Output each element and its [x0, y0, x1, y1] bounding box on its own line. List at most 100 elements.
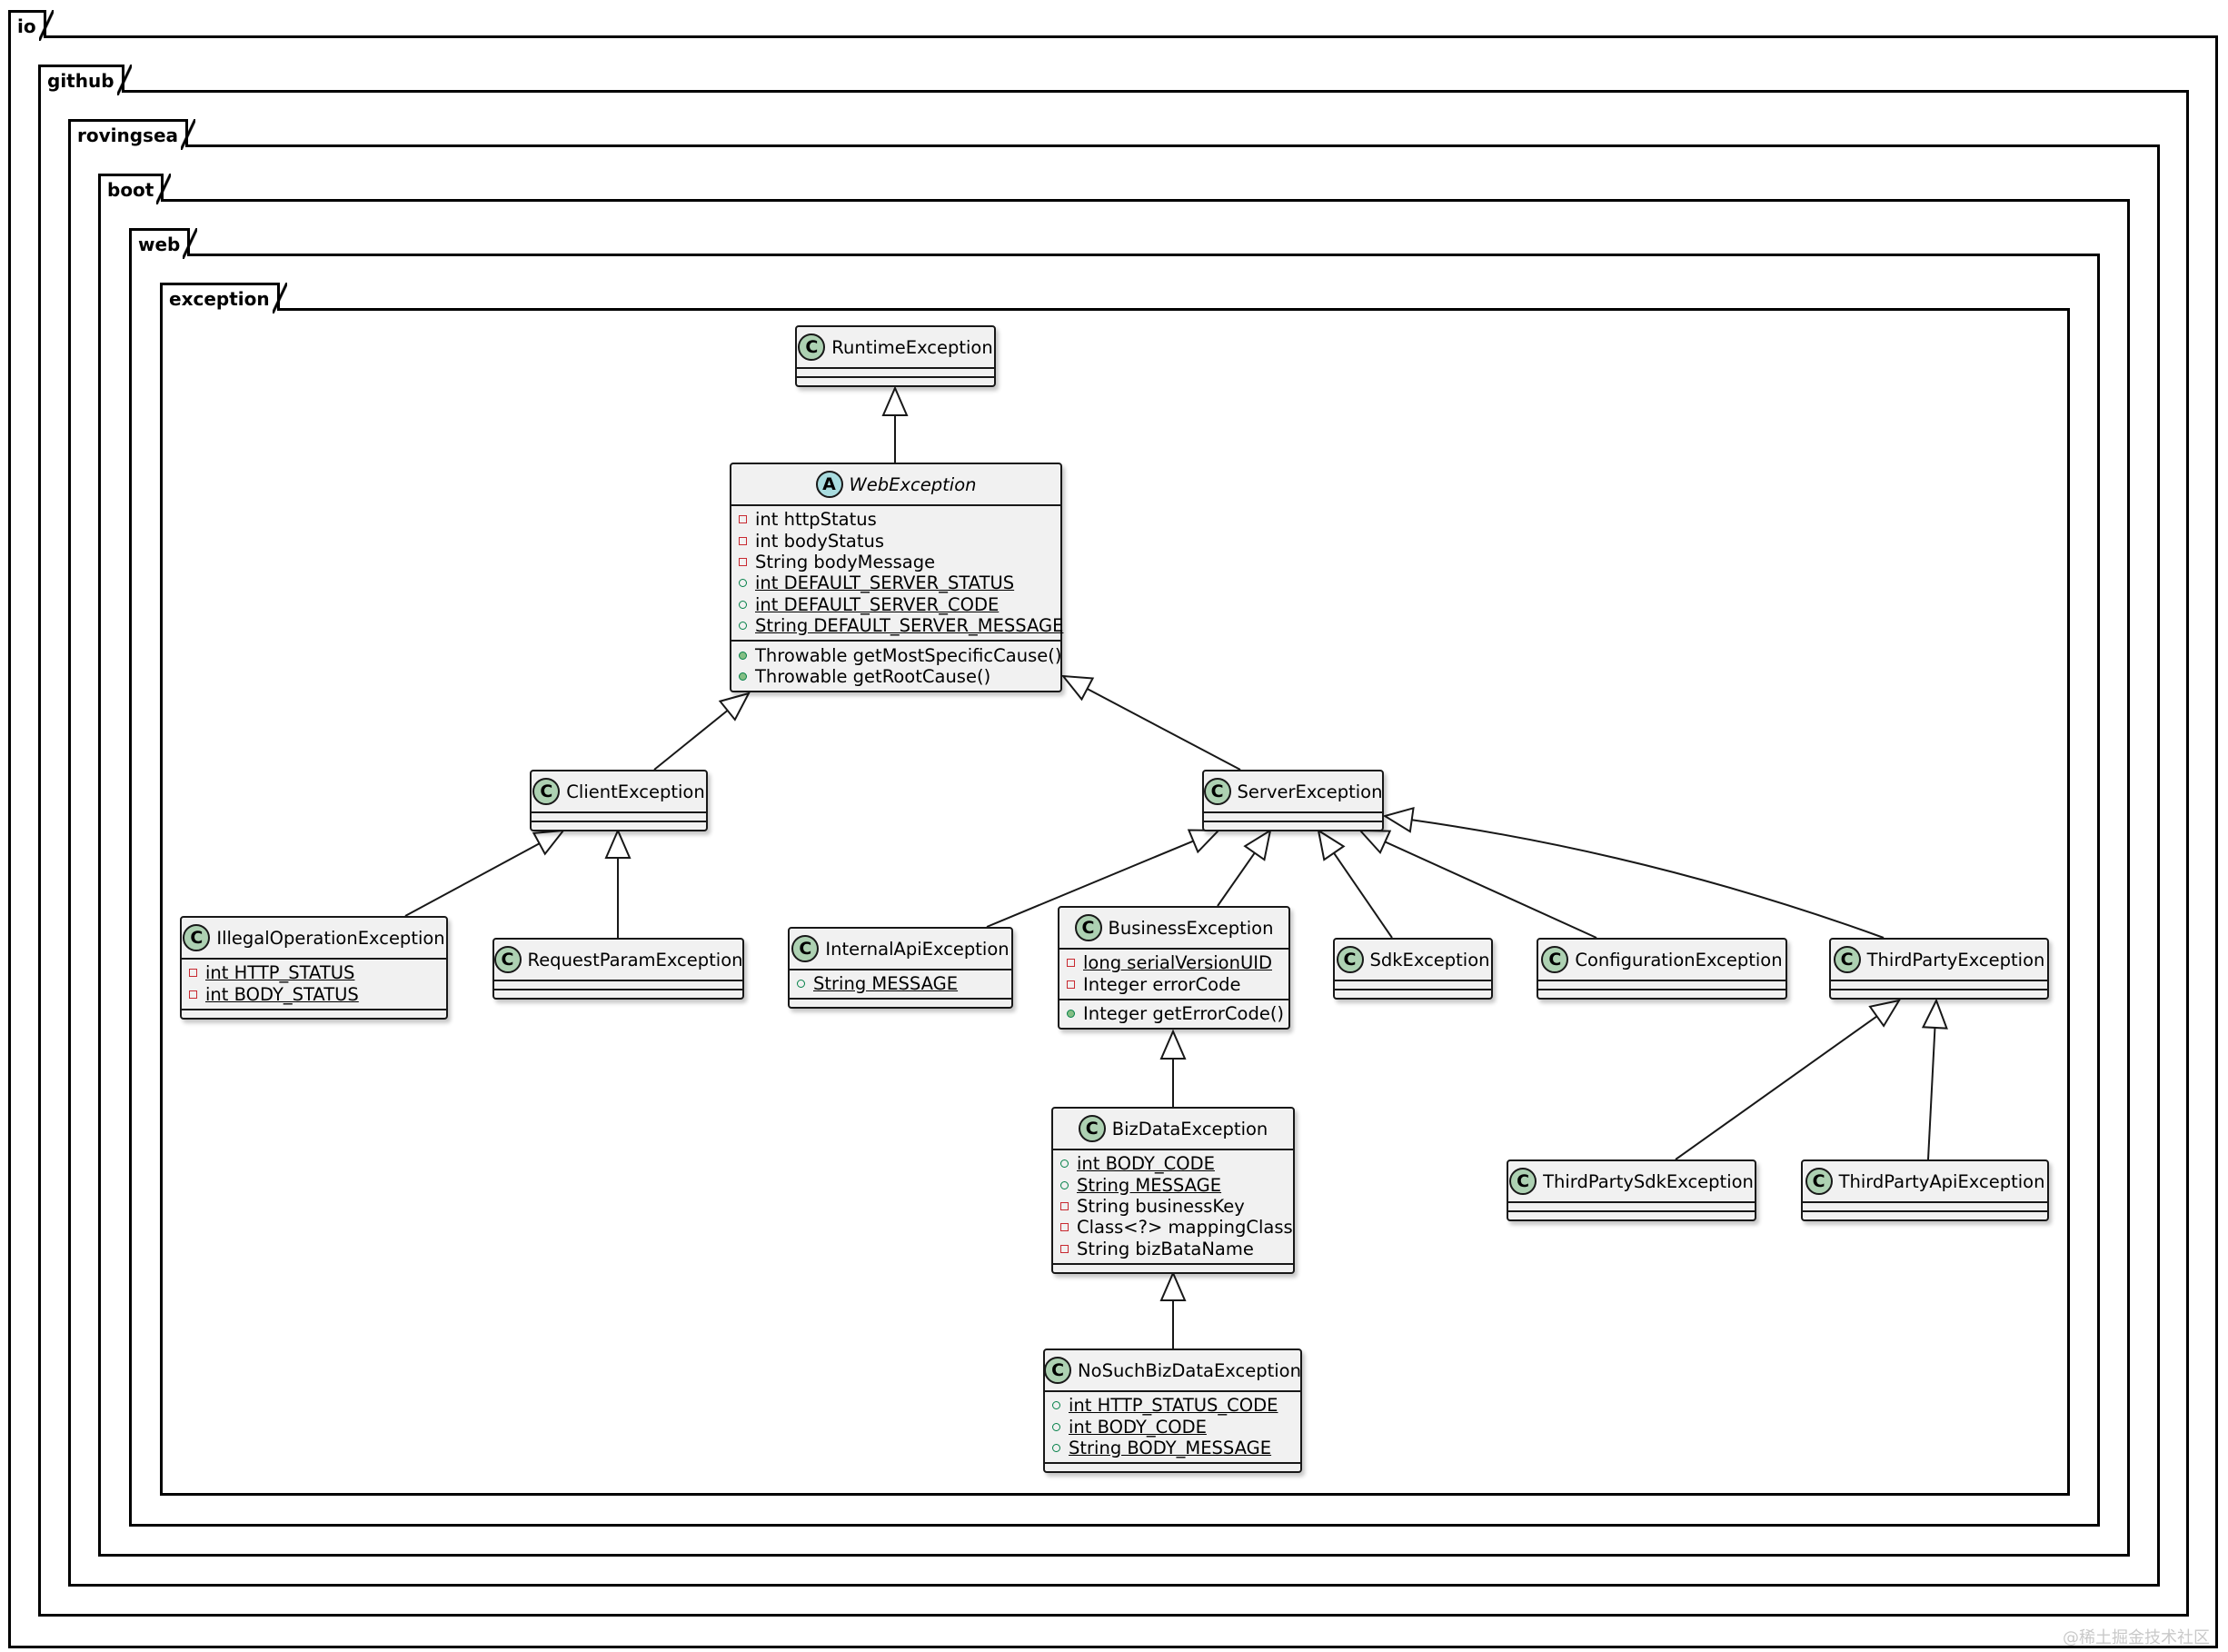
package-boot: boot [98, 174, 2130, 1557]
field: String businessKey [1060, 1196, 1286, 1217]
class-c-icon: C [798, 333, 826, 361]
methods-section: Throwable getMostSpecificCause() Throwab… [731, 640, 1061, 691]
fields-section: int HTTP_STATUS int BODY_STATUS [182, 958, 446, 1009]
field: int DEFAULT_SERVER_STATUS [739, 572, 1053, 593]
methods-section [790, 998, 1011, 1007]
package-exception: exception [160, 283, 2070, 1496]
public-visibility-icon [797, 980, 805, 989]
class-third-party-api-exception: C ThirdPartyApiException [1801, 1159, 2049, 1221]
methods-section [797, 376, 994, 385]
class-client-exception: C ClientException [530, 770, 708, 831]
field: Integer errorCode [1067, 973, 1281, 995]
class-c-icon: C [1805, 1168, 1833, 1195]
class-header: C ConfigurationException [1538, 940, 1785, 980]
class-biz-data-exception: C BizDataException int BODY_CODE String … [1051, 1107, 1295, 1274]
fields-section: int BODY_CODE String MESSAGE String busi… [1053, 1149, 1293, 1263]
private-visibility-icon [189, 990, 197, 999]
class-illegal-operation-exception: C IllegalOperationException int HTTP_STA… [180, 916, 448, 1020]
private-visibility-icon [1067, 959, 1075, 968]
public-visibility-icon [1052, 1443, 1060, 1452]
class-name: NoSuchBizDataException [1078, 1359, 1301, 1381]
public-visibility-icon [739, 672, 747, 681]
field: int HTTP_STATUS [189, 962, 439, 983]
field: int bodyStatus [739, 530, 1053, 552]
methods-section [1204, 821, 1382, 830]
class-header: C ServerException [1203, 771, 1383, 811]
class-name: ThirdPartyApiException [1838, 1170, 2045, 1192]
package-rovingsea: rovingsea [68, 119, 2160, 1587]
class-header: C ClientException [532, 771, 706, 811]
private-visibility-icon [1060, 1223, 1069, 1232]
fields-section [797, 367, 994, 376]
fields-section: int HTTP_STATUS_CODE int BODY_CODE Strin… [1045, 1390, 1300, 1462]
public-visibility-icon [1067, 1009, 1075, 1018]
field: int BODY_STATUS [189, 983, 439, 1005]
methods-section [1335, 989, 1491, 998]
class-name: BusinessException [1108, 917, 1274, 939]
field: String bizBataName [1060, 1239, 1286, 1259]
class-no-such-biz-data-exception: C NoSuchBizDataException int HTTP_STATUS… [1043, 1348, 1302, 1474]
field: int BODY_CODE [1052, 1416, 1293, 1438]
class-name: ServerException [1237, 781, 1383, 802]
public-visibility-icon [739, 579, 747, 588]
class-header: C ThirdPartyException [1831, 940, 2047, 980]
class-name: SdkException [1369, 949, 1490, 970]
methods-section [1538, 989, 1785, 998]
fields-section: String MESSAGE [790, 969, 1011, 998]
method: Throwable getMostSpecificCause() [739, 644, 1061, 666]
methods-section [1803, 1210, 2047, 1219]
package-label: boot [98, 174, 172, 204]
class-business-exception: C BusinessException long serialVersionUI… [1058, 906, 1290, 1030]
watermark: @稀土掘金技术社区 [2063, 1628, 2210, 1647]
package-web: web [129, 228, 2100, 1527]
fields-section [1508, 1201, 1755, 1210]
package-github: github [38, 65, 2189, 1617]
fields-section [1831, 980, 2047, 989]
class-name: BizDataException [1111, 1118, 1268, 1139]
field: String DEFAULT_SERVER_MESSAGE [739, 615, 1063, 636]
methods-section [532, 821, 706, 830]
fields-section [494, 980, 742, 989]
abstract-class-a-icon: A [815, 471, 843, 498]
class-c-icon: C [183, 924, 211, 951]
class-header: C RuntimeException [797, 327, 994, 367]
private-visibility-icon [1060, 1244, 1069, 1253]
class-third-party-exception: C ThirdPartyException [1829, 938, 2049, 1000]
fields-section [532, 811, 706, 821]
fields-section [1204, 811, 1382, 821]
field: int HTTP_STATUS_CODE [1052, 1395, 1293, 1416]
class-header: C ThirdPartySdkException [1508, 1161, 1755, 1201]
class-configuration-exception: C ConfigurationException [1537, 938, 1787, 1000]
class-third-party-sdk-exception: C ThirdPartySdkException [1507, 1159, 1756, 1221]
package-label: exception [160, 283, 287, 313]
class-c-icon: C [1044, 1357, 1072, 1384]
methods-section: Integer getErrorCode() [1059, 998, 1288, 1028]
private-visibility-icon [1067, 980, 1075, 989]
class-request-param-exception: C RequestParamException [492, 938, 744, 1000]
class-header: C NoSuchBizDataException [1044, 1350, 1301, 1390]
public-visibility-icon [739, 600, 747, 609]
class-name: RuntimeException [831, 336, 993, 358]
private-visibility-icon [1060, 1201, 1069, 1210]
public-visibility-icon [739, 651, 747, 660]
package-label: io [8, 10, 54, 41]
public-visibility-icon [739, 622, 747, 631]
class-header: A WebException [731, 464, 1060, 504]
class-name: WebException [849, 473, 977, 495]
field: int BODY_CODE [1060, 1153, 1286, 1174]
fields-section: long serialVersionUID Integer errorCode [1059, 948, 1288, 999]
private-visibility-icon [739, 536, 747, 545]
methods-section [182, 1008, 446, 1018]
field: String bodyMessage [739, 552, 1053, 572]
class-header: C InternalApiException [790, 929, 1011, 969]
class-c-icon: C [1336, 946, 1364, 973]
class-name: IllegalOperationException [216, 927, 445, 949]
class-name: ConfigurationException [1575, 949, 1783, 970]
methods-section [1045, 1462, 1300, 1471]
class-header: C BizDataException [1053, 1109, 1293, 1149]
public-visibility-icon [1052, 1401, 1060, 1410]
package-label: rovingsea [68, 119, 196, 150]
class-internal-api-exception: C InternalApiException String MESSAGE [788, 927, 1013, 1010]
class-sdk-exception: C SdkException [1333, 938, 1493, 1000]
private-visibility-icon [739, 557, 747, 566]
